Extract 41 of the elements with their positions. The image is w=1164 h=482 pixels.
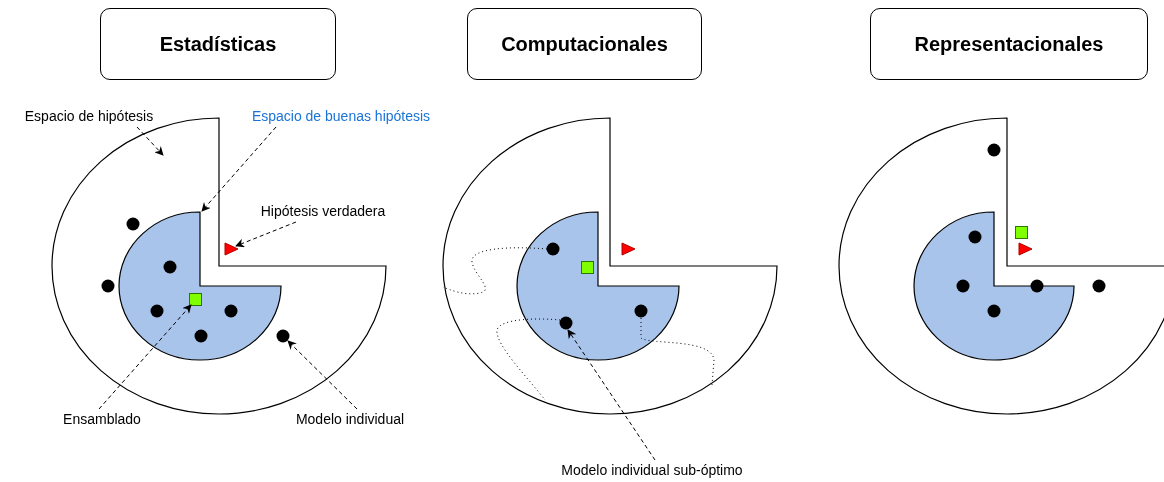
- dot-marker: [968, 230, 982, 244]
- annotation-label: Modelo individual sub-óptimo: [536, 460, 768, 480]
- dot-marker: [987, 304, 1001, 318]
- annotation-label: Hipótesis verdadera: [256, 201, 390, 221]
- dot-marker: [987, 143, 1001, 157]
- inner-sector-shape: [516, 211, 680, 361]
- triangle-marker: [224, 242, 239, 256]
- inner-sector-shape: [913, 211, 1075, 361]
- triangle-marker: [621, 242, 636, 256]
- leader-arrow: [98, 304, 192, 410]
- outer-sector-shape: [442, 117, 778, 415]
- dot-marker: [276, 329, 290, 343]
- category-title: Estadísticas: [100, 8, 336, 80]
- leader-arrow: [201, 126, 277, 212]
- dot-marker: [163, 260, 177, 274]
- leader-arrow: [287, 340, 358, 410]
- dot-marker: [546, 242, 560, 256]
- annotation-label: Espacio de buenas hipótesis: [228, 106, 454, 126]
- outer-sector-shape: [838, 117, 1164, 415]
- leader-arrow: [136, 126, 164, 156]
- category-title: Representacionales: [870, 8, 1148, 80]
- leader-arrow: [235, 221, 297, 248]
- square-marker: [581, 261, 594, 274]
- category-title: Computacionales: [467, 8, 702, 80]
- square-marker: [189, 293, 202, 306]
- annotation-label: Ensamblado: [50, 409, 154, 429]
- triangle-marker: [1018, 242, 1033, 256]
- annotation-label: Modelo individual: [280, 409, 420, 429]
- dot-marker: [150, 304, 164, 318]
- dot-marker: [194, 329, 208, 343]
- dot-marker: [1092, 279, 1106, 293]
- annotation-label: Espacio de hipótesis: [6, 106, 172, 126]
- dot-marker: [634, 304, 648, 318]
- dot-marker: [101, 279, 115, 293]
- dot-marker: [126, 217, 140, 231]
- leader-arrow: [567, 329, 656, 461]
- dot-marker: [224, 304, 238, 318]
- dot-marker: [1030, 279, 1044, 293]
- dot-marker: [559, 316, 573, 330]
- square-marker: [1015, 226, 1028, 239]
- dot-marker: [956, 279, 970, 293]
